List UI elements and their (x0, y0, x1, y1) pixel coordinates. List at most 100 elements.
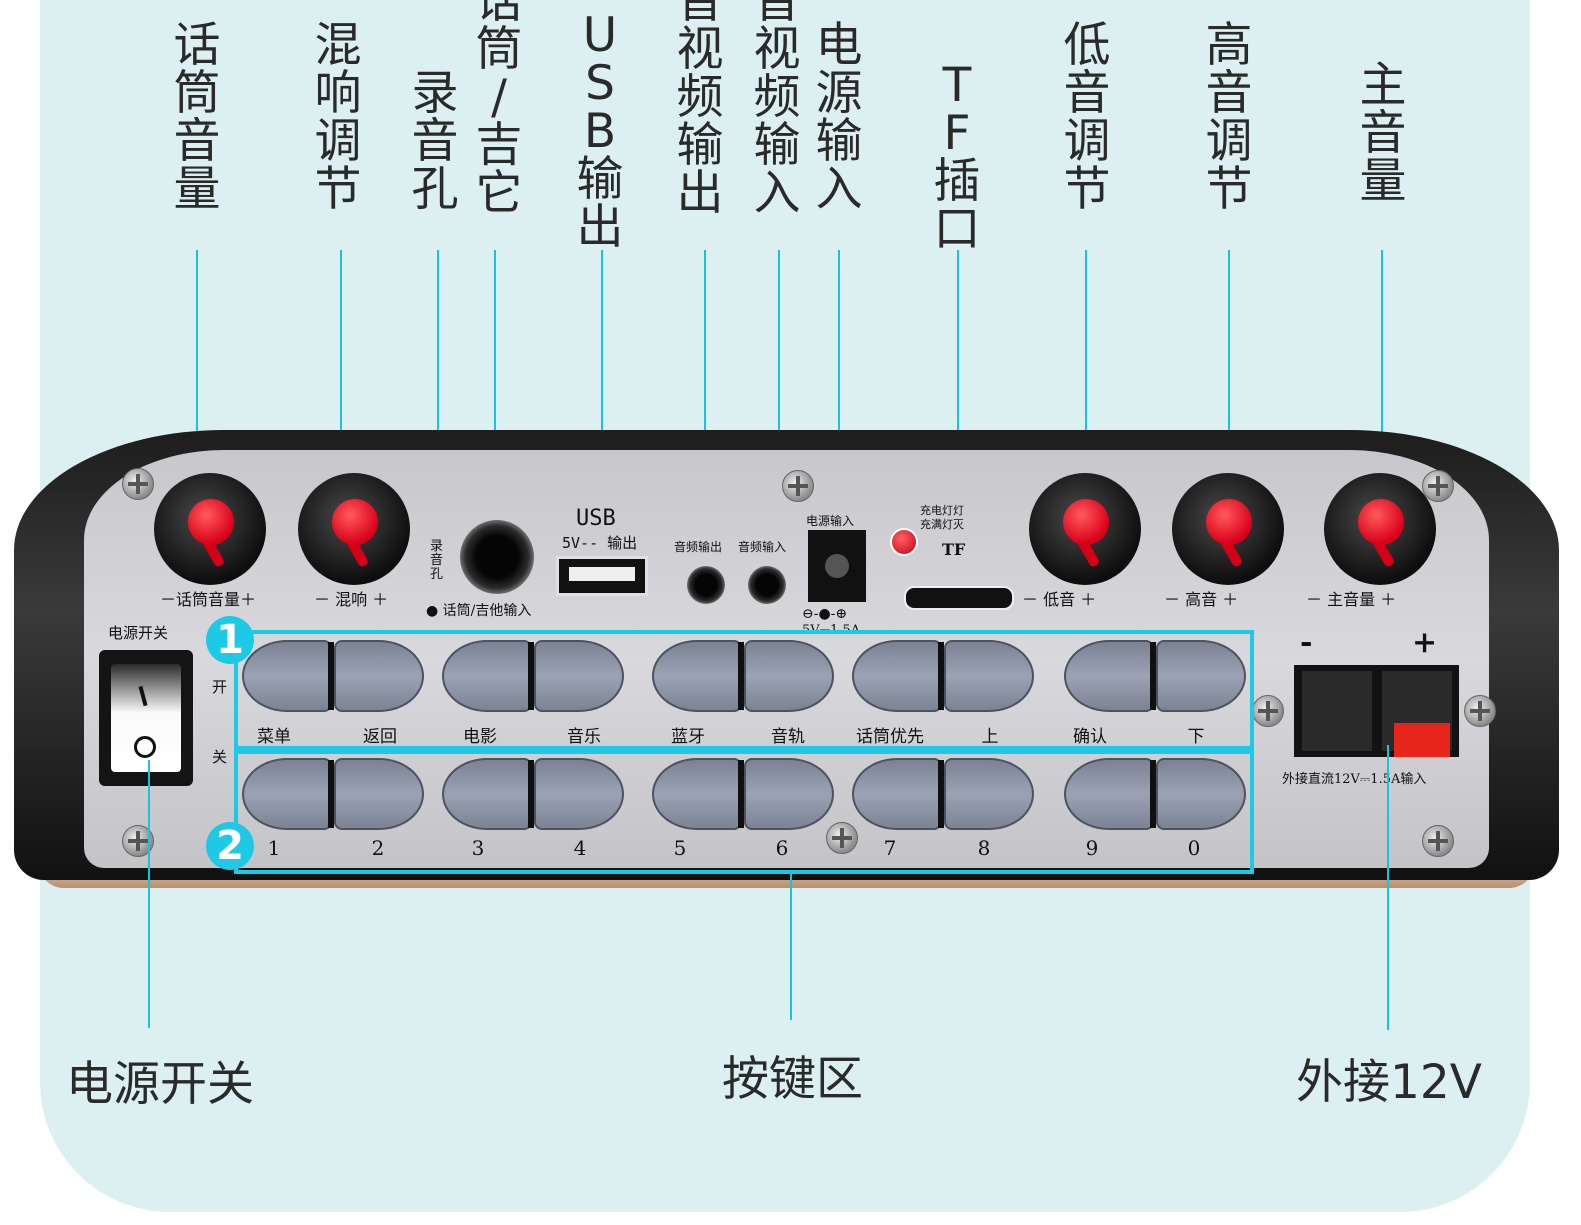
full-led-caption: 充满灯灭 (920, 518, 964, 531)
mic-priority-button[interactable] (852, 640, 944, 712)
terminal-plus: + (1412, 625, 1438, 660)
audio-output-jack[interactable] (687, 566, 725, 604)
key-7-label: 7 (883, 836, 897, 860)
tf-card-slot[interactable] (904, 586, 1014, 610)
key-1-label: 1 (267, 836, 281, 860)
row-2-badge: 2 (206, 822, 254, 870)
label-mic-guitar: 话筒/吉它 (475, 0, 523, 221)
power-rocker-switch[interactable] (99, 650, 193, 786)
off-mark-icon (134, 736, 156, 758)
charge-led-caption: 充电灯灯 (920, 504, 964, 517)
confirm-label: 确认 (1073, 727, 1107, 747)
usb-port-tongue (569, 567, 635, 581)
tf-caption: TF (942, 540, 966, 559)
audio-output-caption: 音频输出 (674, 540, 723, 554)
key-7-button[interactable] (852, 758, 944, 830)
key-4-button[interactable] (534, 758, 624, 830)
terminal-cell-negative (1302, 671, 1372, 751)
keypad-label: 按键区 (722, 1052, 863, 1107)
reverb-knob[interactable] (298, 473, 410, 585)
up-label: 上 (981, 727, 999, 747)
screw-icon (1252, 695, 1284, 727)
key-6-button[interactable] (744, 758, 834, 830)
record-hole-caption: 录音孔 (430, 539, 444, 582)
screw-icon (1422, 825, 1454, 857)
switch-off-label: 关 (212, 748, 228, 766)
key-5-label: 5 (673, 836, 687, 860)
leader-reverb (340, 250, 342, 515)
label-mic-volume: 话筒音量 (173, 18, 221, 217)
movie-button[interactable] (442, 640, 534, 712)
menu-button[interactable] (242, 640, 334, 712)
label-power-input: 电源输入 (815, 18, 863, 217)
master-volume-knob[interactable] (1324, 473, 1436, 585)
confirm-button[interactable] (1064, 640, 1156, 712)
treble-knob[interactable] (1172, 473, 1284, 585)
track-button[interactable] (744, 640, 834, 712)
key-8-label: 8 (977, 836, 991, 860)
power-pin (825, 554, 849, 578)
leader-av-in (778, 250, 780, 535)
row-1-badge: 1 (206, 616, 254, 664)
mic-volume-caption: －话筒音量＋ (160, 590, 257, 609)
power-input-port[interactable] (808, 530, 866, 602)
leader-external (1387, 745, 1389, 1030)
screw-icon (1422, 470, 1454, 502)
screw-icon (826, 822, 858, 854)
back-button[interactable] (334, 640, 424, 712)
bass-caption: － 低音 ＋ (1022, 590, 1097, 609)
movie-label: 电影 (463, 727, 497, 747)
bass-knob[interactable] (1029, 473, 1141, 585)
label-treble: 高音调节 (1205, 18, 1253, 217)
screw-icon (1464, 695, 1496, 727)
down-label: 下 (1187, 727, 1205, 747)
mic-guitar-jack[interactable] (460, 520, 534, 594)
key-9-button[interactable] (1064, 758, 1156, 830)
key-0-button[interactable] (1156, 758, 1246, 830)
leader-usb (601, 250, 603, 515)
usb-title: USB (576, 506, 616, 531)
audio-input-caption: 音频输入 (738, 540, 787, 554)
usb-port[interactable] (556, 556, 648, 596)
power-switch-label: 电源开关 (66, 1057, 254, 1112)
keypad-row-2 (234, 746, 1254, 874)
mic-volume-knob[interactable] (154, 473, 266, 585)
polarity-mark: ⊖-●-⊕ (802, 606, 848, 622)
audio-input-jack[interactable] (748, 566, 786, 604)
device-back-panel: －话筒音量＋ － 混响 ＋ － 低音 ＋ － 高音 ＋ － 主音量 ＋ 录音孔 … (14, 430, 1559, 890)
key-8-button[interactable] (944, 758, 1034, 830)
up-button[interactable] (944, 640, 1034, 712)
key-4-label: 4 (573, 836, 587, 860)
power-switch-caption: 电源开关 (108, 624, 169, 642)
leader-treble (1228, 250, 1230, 515)
switch-on-label: 开 (212, 678, 228, 696)
track-label: 音轨 (771, 727, 805, 747)
key-1-button[interactable] (242, 758, 334, 830)
key-6-label: 6 (775, 836, 789, 860)
leader-mic-volume (196, 250, 198, 515)
keypad-row-1 (234, 630, 1254, 754)
reverb-caption: － 混响 ＋ (314, 590, 389, 609)
label-record-hole: 录音孔 (411, 66, 459, 217)
key-3-button[interactable] (442, 758, 534, 830)
bluetooth-button[interactable] (652, 640, 744, 712)
key-2-button[interactable] (334, 758, 424, 830)
usb-spec: 5V-- 输出 (562, 534, 638, 552)
music-label: 音乐 (567, 727, 601, 747)
label-master-volume: 主音量 (1359, 58, 1407, 209)
external-dc-terminal[interactable] (1294, 665, 1459, 757)
back-label: 返回 (363, 727, 397, 747)
leader-bass (1085, 250, 1087, 515)
screw-icon (782, 470, 814, 502)
mic-guitar-caption: ● 话筒/吉他输入 (426, 603, 532, 619)
label-reverb: 混响调节 (314, 18, 362, 217)
music-button[interactable] (534, 640, 624, 712)
key-5-button[interactable] (652, 758, 744, 830)
leader-av-out (704, 250, 706, 535)
terminal-red-clip (1394, 723, 1450, 757)
down-button[interactable] (1156, 640, 1246, 712)
terminal-minus: - (1300, 625, 1313, 660)
leader-master (1381, 250, 1383, 515)
